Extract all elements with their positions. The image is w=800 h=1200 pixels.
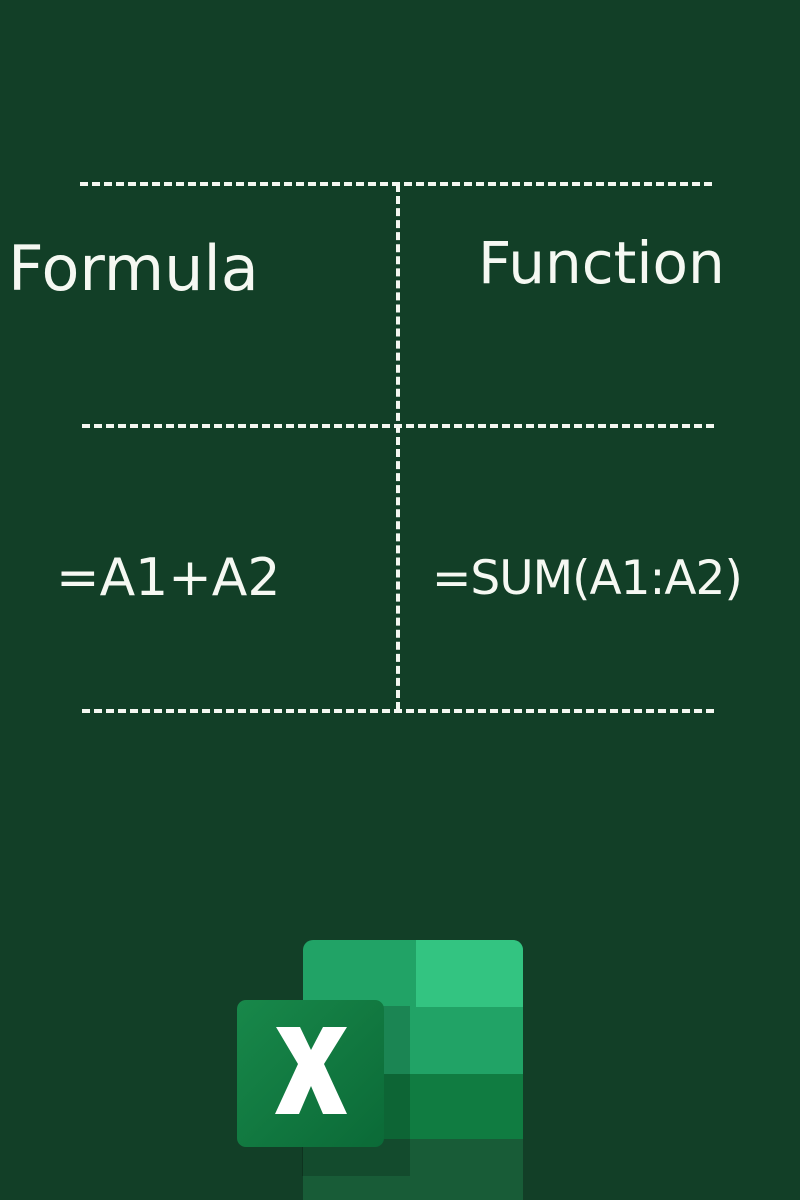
excel-x-letter	[275, 1027, 347, 1114]
header-function: Function	[478, 229, 725, 297]
excel-icon	[237, 940, 523, 1200]
table-bottom-border	[82, 709, 714, 713]
cell-formula-example: =A1+A2	[56, 548, 281, 608]
table-column-divider	[396, 184, 400, 710]
cell-function-example: =SUM(A1:A2)	[432, 551, 743, 606]
header-formula: Formula	[8, 232, 259, 305]
